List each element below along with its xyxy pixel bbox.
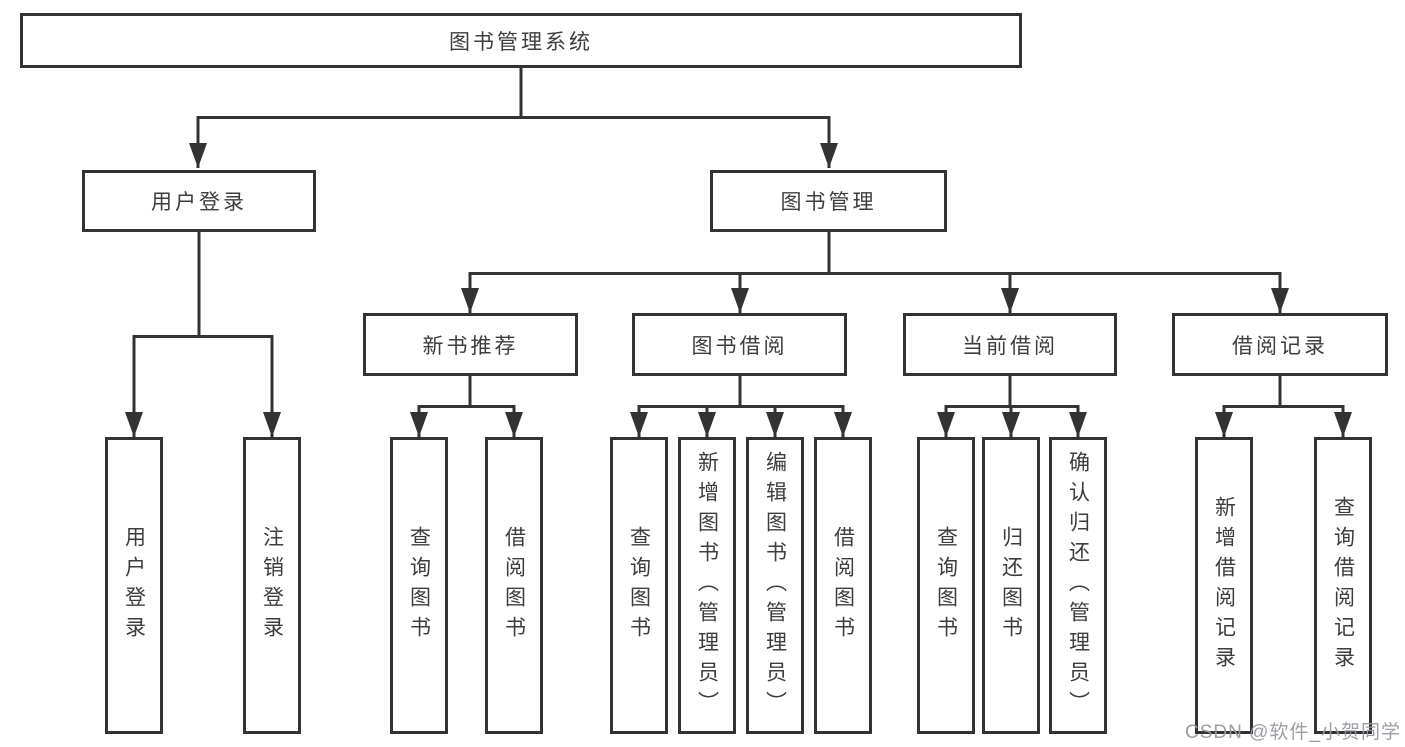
leaf-query-book-1-label: 查询图书 <box>407 525 431 646</box>
node-root-label: 图书管理系统 <box>449 30 593 54</box>
leaf-logout: 注销登录 <box>243 437 301 734</box>
leaf-query-borrow-record: 查询借阅记录 <box>1314 437 1372 734</box>
node-user-login: 用户登录 <box>82 170 316 232</box>
watermark: CSDN @软件_小贺同学 <box>1185 722 1401 743</box>
node-borrow-records-label: 借阅记录 <box>1232 334 1328 358</box>
leaf-add-borrow-record: 新增借阅记录 <box>1195 437 1253 734</box>
leaf-query-book-2-label: 查询图书 <box>627 525 651 646</box>
node-book-borrow-label: 图书借阅 <box>691 334 788 358</box>
leaf-return-book: 归还图书 <box>982 437 1040 734</box>
node-current-borrow: 当前借阅 <box>903 313 1117 376</box>
leaf-query-book-1: 查询图书 <box>390 437 448 734</box>
node-book-borrow: 图书借阅 <box>632 313 847 376</box>
node-root: 图书管理系统 <box>20 13 1022 68</box>
leaf-edit-book-admin-label: 编辑图书（管理员） <box>763 450 787 721</box>
node-new-book-recommend-label: 新书推荐 <box>422 334 519 358</box>
leaf-add-book-admin: 新增图书（管理员） <box>678 437 736 734</box>
leaf-query-book-2: 查询图书 <box>610 437 668 734</box>
leaf-return-book-label: 归还图书 <box>999 525 1023 646</box>
leaf-add-borrow-record-label: 新增借阅记录 <box>1212 495 1236 676</box>
leaf-query-book-3-label: 查询图书 <box>934 525 958 646</box>
leaf-borrow-book-2: 借阅图书 <box>814 437 872 734</box>
leaf-add-book-admin-label: 新增图书（管理员） <box>695 450 719 721</box>
leaf-query-book-3: 查询图书 <box>917 437 975 734</box>
leaf-query-borrow-record-label: 查询借阅记录 <box>1331 495 1355 676</box>
node-current-borrow-label: 当前借阅 <box>962 334 1058 358</box>
leaf-logout-label: 注销登录 <box>260 525 284 646</box>
node-book-management-label: 图书管理 <box>780 191 877 214</box>
leaf-borrow-book-2-label: 借阅图书 <box>831 525 855 646</box>
leaf-confirm-return-admin-label: 确认归还（管理员） <box>1066 450 1090 721</box>
node-book-management: 图书管理 <box>710 170 947 232</box>
node-borrow-records: 借阅记录 <box>1172 313 1388 376</box>
leaf-borrow-book-1-label: 借阅图书 <box>502 525 526 646</box>
node-new-book-recommend: 新书推荐 <box>363 313 578 376</box>
node-user-login-label: 用户登录 <box>151 191 247 214</box>
leaf-borrow-book-1: 借阅图书 <box>485 437 543 734</box>
leaf-edit-book-admin: 编辑图书（管理员） <box>746 437 804 734</box>
leaf-user-login: 用户登录 <box>105 437 163 734</box>
leaf-confirm-return-admin: 确认归还（管理员） <box>1049 437 1107 734</box>
leaf-user-login-label: 用户登录 <box>122 525 146 646</box>
